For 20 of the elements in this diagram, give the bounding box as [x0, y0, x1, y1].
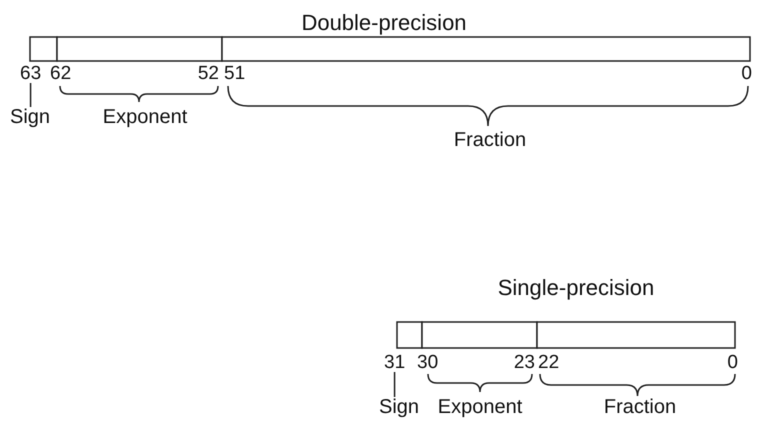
- bit-number: 30: [417, 353, 438, 372]
- field-name: Sign: [10, 107, 50, 127]
- field-name: Exponent: [102, 107, 188, 127]
- field-name: Sign: [379, 397, 420, 417]
- leader-line: [30, 83, 32, 107]
- field-name: Exponent: [438, 397, 522, 417]
- bit-number: 52: [198, 64, 219, 83]
- heading: Single-precision: [498, 277, 654, 299]
- bit-number: 22: [538, 353, 560, 372]
- bit-number: 23: [514, 353, 535, 372]
- bit-number: 0: [741, 64, 752, 83]
- field-name: Fraction: [604, 397, 676, 417]
- bit-number: 31: [384, 353, 406, 372]
- bit-number: 51: [224, 64, 246, 83]
- bit-number: 62: [50, 64, 72, 83]
- leader-line: [394, 372, 396, 397]
- bit-number: 0: [727, 353, 738, 372]
- heading: Double-precision: [301, 12, 467, 34]
- field-name: Fraction: [454, 130, 526, 150]
- bit-number: 63: [20, 64, 42, 83]
